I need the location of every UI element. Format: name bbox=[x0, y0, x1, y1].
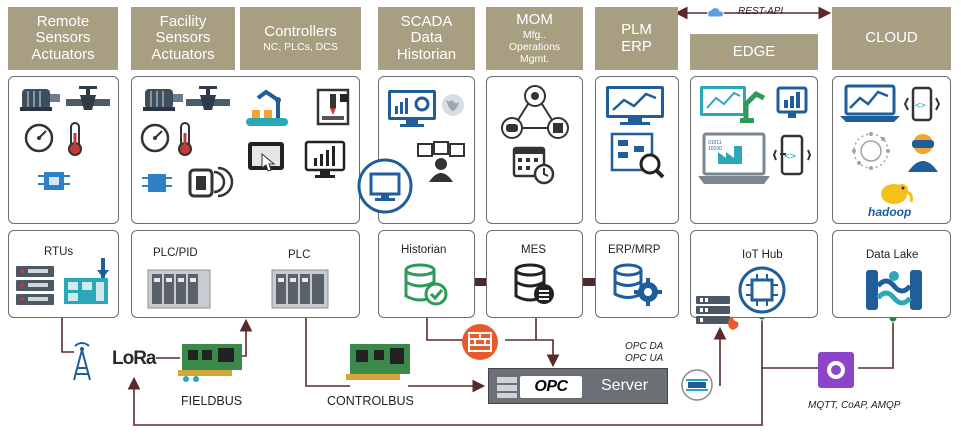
plc-pid-module-icon bbox=[147, 269, 211, 309]
sensor-chip-icon-2 bbox=[142, 174, 172, 192]
historian-database-icon bbox=[404, 263, 448, 306]
vr-user-icon bbox=[908, 134, 938, 172]
header-remote-title: Remote Sensors Actuators bbox=[31, 13, 95, 63]
motor-icon-2 bbox=[143, 89, 183, 111]
lora-logo: LoRa bbox=[112, 348, 156, 369]
gauge-icon bbox=[24, 123, 54, 153]
svg-text:<>: <> bbox=[915, 101, 926, 111]
header-controllers-subtitle: NC, PLCs, DCS bbox=[263, 40, 338, 53]
rtu-wire bbox=[61, 318, 74, 353]
mes-database-icon bbox=[514, 263, 554, 304]
label-plc-pid: PLC/PID bbox=[153, 247, 198, 259]
mqtt-badge-icon bbox=[818, 352, 854, 388]
iot-hub-chip-icon bbox=[738, 266, 786, 314]
hadoop-logo-text: hadoop bbox=[868, 205, 912, 219]
dashboard-display-icon bbox=[776, 86, 808, 118]
touchscreen-hmi-icon bbox=[248, 142, 284, 172]
opc-ua-label: OPC UA bbox=[625, 353, 664, 364]
header-cloud: CLOUD bbox=[832, 7, 951, 70]
radio-tower-icon bbox=[73, 342, 91, 381]
thermometer-icon bbox=[68, 122, 82, 156]
header-scada-title: SCADA Data Historian bbox=[396, 13, 457, 63]
analytics-monitor-icon bbox=[606, 86, 664, 125]
svg-text:01011: 01011 bbox=[708, 140, 722, 146]
ai-brain-network-icon bbox=[852, 132, 890, 170]
opc-logo: OPC bbox=[520, 376, 582, 398]
svg-text:10100: 10100 bbox=[708, 146, 722, 152]
dashboard-monitor-icon bbox=[388, 90, 436, 127]
gauge-icon-2 bbox=[140, 123, 170, 153]
svg-text:<>: <> bbox=[784, 151, 796, 162]
header-cloud-title: CLOUD bbox=[865, 29, 918, 47]
controlbus-card-icon bbox=[346, 344, 410, 380]
cnc-machine-icon bbox=[316, 88, 350, 126]
label-historian: Historian bbox=[401, 244, 447, 256]
motor-icon bbox=[20, 89, 60, 111]
rtu-panel-icon bbox=[64, 258, 109, 304]
rest-api-label: REST-API bbox=[738, 6, 784, 17]
header-facility: Facility Sensors Actuators bbox=[131, 7, 235, 70]
label-erp-mrp: ERP/MRP bbox=[608, 244, 661, 256]
server-stack-icon bbox=[497, 377, 517, 398]
header-edge-title: EDGE bbox=[732, 42, 776, 60]
rtu-rack-icon bbox=[16, 266, 54, 305]
valve-icon bbox=[66, 86, 110, 110]
header-controllers-title: Controllers bbox=[264, 23, 337, 41]
mqtt-label: MQTT, CoAP, AMQP bbox=[808, 400, 901, 411]
opc-server-label: Server bbox=[601, 377, 649, 394]
globe-icon bbox=[442, 94, 464, 116]
firewall-icon bbox=[462, 324, 498, 360]
mobile-code-icon-2: <> bbox=[903, 86, 941, 122]
plc-module-icon bbox=[271, 269, 329, 309]
header-plm: PLM ERP bbox=[595, 7, 678, 70]
header-plm-title: PLM ERP bbox=[621, 21, 652, 55]
fieldbus-label: FIELDBUS bbox=[181, 394, 243, 408]
gateway-firewall-icon bbox=[696, 296, 739, 330]
opc-da-label: OPC DA bbox=[625, 341, 664, 352]
cloud-api-icon bbox=[707, 7, 725, 18]
controlbus-label: CONTROLBUS bbox=[327, 394, 414, 408]
valve-icon-2 bbox=[186, 86, 230, 110]
opc-ua-badge-icon bbox=[681, 369, 713, 401]
sensor-chip-icon bbox=[38, 172, 70, 190]
workstation-badge-icon bbox=[357, 158, 413, 214]
robot-arm-monitor-icon bbox=[700, 86, 766, 123]
operator-screens-icon bbox=[417, 141, 465, 182]
monitor-chart-icon bbox=[304, 140, 346, 178]
flowchart-search-icon bbox=[610, 132, 665, 179]
label-data-lake: Data Lake bbox=[866, 249, 919, 261]
header-mom-title: MOM bbox=[516, 11, 553, 29]
label-mes: MES bbox=[521, 244, 546, 256]
process-flow-icon bbox=[501, 85, 569, 185]
fieldbus-card-icon bbox=[178, 344, 242, 382]
mobile-code-icon: <> bbox=[772, 134, 812, 176]
erp-database-gear-icon bbox=[613, 263, 662, 306]
header-mom-subtitle: Mfg.. Operations Mgmt. bbox=[508, 28, 561, 65]
data-lake-icon bbox=[866, 270, 922, 310]
hadoop-logo-icon bbox=[881, 184, 913, 204]
opc-server[interactable]: OPC Server bbox=[488, 368, 668, 404]
label-rtus: RTUs bbox=[44, 246, 74, 258]
thermometer-icon-2 bbox=[178, 122, 192, 156]
header-facility-title: Facility Sensors Actuators bbox=[151, 13, 215, 63]
header-edge: EDGE bbox=[690, 34, 818, 70]
laptop-analytics-icon bbox=[840, 84, 900, 122]
robot-conveyor-icon bbox=[246, 89, 288, 126]
header-mom: MOM Mfg.. Operations Mgmt. bbox=[486, 7, 583, 70]
label-plc: PLC bbox=[288, 249, 311, 261]
rfid-icon bbox=[188, 166, 234, 198]
label-iot-hub: IoT Hub bbox=[742, 249, 783, 261]
header-remote: Remote Sensors Actuators bbox=[8, 7, 118, 70]
header-controllers: Controllers NC, PLCs, DCS bbox=[240, 7, 361, 70]
header-scada: SCADA Data Historian bbox=[378, 7, 475, 70]
